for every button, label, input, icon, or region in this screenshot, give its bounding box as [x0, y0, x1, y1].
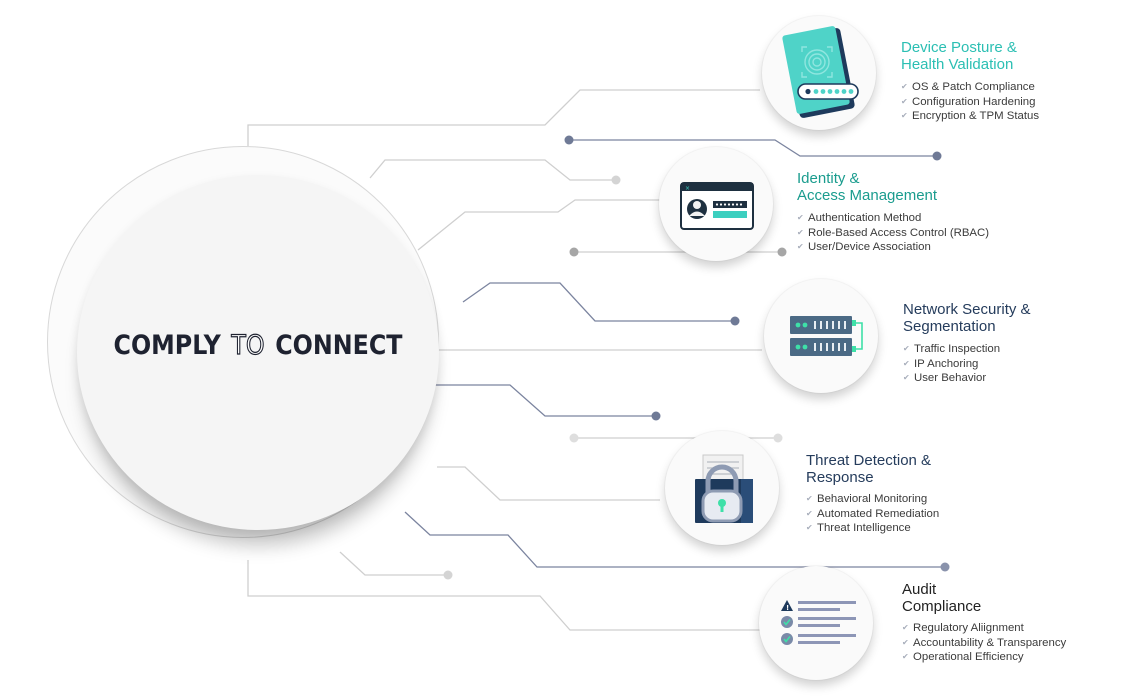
- svg-text:×: ×: [685, 185, 690, 192]
- category-title-line: Access Management: [797, 187, 938, 204]
- connector-line: [369, 159, 616, 181]
- category-title-line: Device Posture &: [901, 39, 1017, 56]
- bullet-item: OS & Patch Compliance: [901, 80, 1039, 95]
- category-title: Network Security & Segmentation: [903, 301, 1031, 335]
- bullet-item: User Behavior: [903, 371, 1000, 386]
- connector-line: [404, 511, 945, 568]
- connector-line: [339, 551, 448, 576]
- category-title: Device Posture & Health Validation: [901, 39, 1017, 73]
- bullet-item: Authentication Method: [797, 211, 989, 226]
- hub-title-mid: TO: [231, 329, 265, 361]
- bullet-item: Regulatory Aliignment: [902, 621, 1066, 636]
- connector-line: [247, 560, 760, 631]
- bullet-item: Traffic Inspection: [903, 342, 1000, 357]
- connector-node: [443, 570, 453, 580]
- connector-line: [247, 89, 760, 146]
- category-title-line: Health Validation: [901, 56, 1014, 73]
- connector-node: [569, 247, 579, 257]
- connector-node: [611, 175, 621, 185]
- connector-node: [569, 433, 579, 443]
- connector-node: [773, 433, 783, 443]
- bullet-item: Accountability & Transparency: [902, 636, 1066, 651]
- network-switch-icon: [764, 279, 878, 393]
- category-title-line: Audit: [902, 581, 937, 598]
- connector-node: [940, 562, 950, 572]
- hub-title-right: CONNECT: [275, 330, 403, 361]
- category-title: Threat Detection & Response: [806, 452, 931, 486]
- id-card-icon: ×: [659, 147, 773, 261]
- connector-node: [730, 316, 740, 326]
- category-bullets: OS & Patch Compliance Configuration Hard…: [901, 80, 1039, 124]
- category-bullets: Traffic Inspection IP Anchoring User Beh…: [903, 342, 1000, 386]
- hub-circle: [77, 175, 439, 530]
- hub-title-left: COMPLY: [113, 330, 221, 361]
- fingerprint-device-icon: [762, 16, 876, 130]
- hub-title: COMPLY TO CONNECT: [99, 329, 418, 361]
- connector-line: [432, 384, 656, 417]
- category-title-line: Threat Detection &: [806, 452, 932, 469]
- bullet-item: Behavioral Monitoring: [806, 492, 939, 507]
- category-title-line: Segmentation: [903, 318, 996, 335]
- bullet-item: Encryption & TPM Status: [901, 109, 1039, 124]
- connector-node: [564, 135, 574, 145]
- connector-line: [462, 282, 735, 322]
- audit-checklist-icon: !: [759, 566, 873, 680]
- category-title-line: Response: [806, 469, 874, 486]
- connector-line: [569, 139, 937, 157]
- bullet-item: Role-Based Access Control (RBAC): [797, 226, 989, 241]
- category-title-line: Identity &: [797, 170, 860, 187]
- svg-text:!: !: [786, 604, 789, 612]
- connector-node: [777, 247, 787, 257]
- bullet-item: IP Anchoring: [903, 357, 1000, 372]
- category-bullets: Regulatory Aliignment Accountability & T…: [902, 621, 1066, 665]
- padlock-icon: [665, 431, 779, 545]
- bullet-item: Configuration Hardening: [901, 95, 1039, 110]
- bullet-item: Operational Efficiency: [902, 650, 1066, 665]
- bullet-item: Automated Remediation: [806, 507, 939, 522]
- connector-node: [932, 151, 942, 161]
- connector-node: [651, 411, 661, 421]
- category-title-line: Compliance: [902, 598, 982, 615]
- category-title: Identity & Access Management: [797, 170, 937, 204]
- bullet-item: User/Device Association: [797, 240, 989, 255]
- connector-line: [417, 199, 660, 251]
- category-bullets: Behavioral Monitoring Automated Remediat…: [806, 492, 939, 536]
- connector-line: [437, 466, 660, 501]
- bullet-item: Threat Intelligence: [806, 521, 939, 536]
- category-title: Audit Compliance: [902, 581, 981, 615]
- category-title-line: Network Security &: [903, 301, 1031, 318]
- category-bullets: Authentication Method Role-Based Access …: [797, 211, 989, 255]
